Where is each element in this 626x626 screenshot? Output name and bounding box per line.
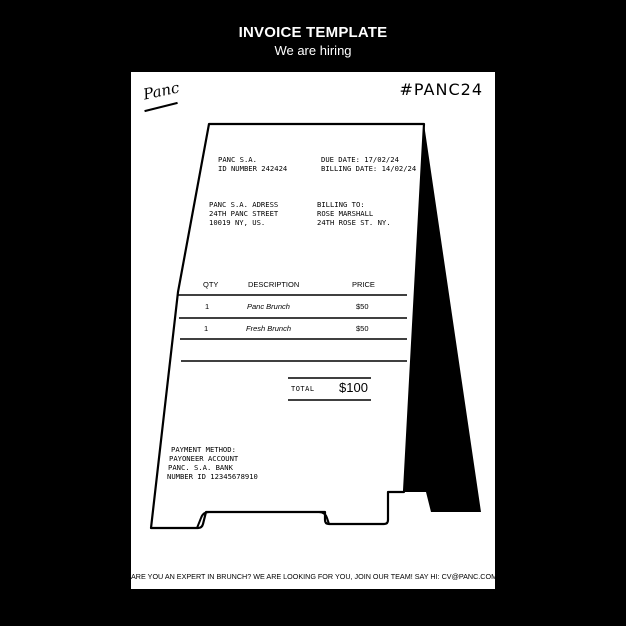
table-row-desc: Panc Brunch — [247, 302, 290, 311]
billing-date: BILLING DATE: 14/02/24 — [321, 164, 417, 173]
table-row-desc: Fresh Brunch — [246, 324, 292, 333]
table-header-description: DESCRIPTION — [248, 280, 300, 289]
header-subtitle: We are hiring — [274, 43, 352, 58]
table-header-price: PRICE — [352, 280, 375, 289]
payment-title: PAYMENT METHOD: — [171, 445, 236, 454]
payment-line-1: PAYONEER ACCOUNT — [169, 454, 239, 463]
footer-text: ARE YOU AN EXPERT IN BRUNCH? WE ARE LOOK… — [131, 572, 495, 581]
payment-line-2: PANC. S.A. BANK — [168, 463, 233, 472]
payment-line-3: NUMBER ID 12345678910 — [167, 472, 258, 481]
poster: Panc #PANC24 PANC S.A. ID NUMBER 242424 … — [131, 72, 495, 589]
billing-to-title: BILLING TO: — [317, 200, 365, 209]
table-row-price: $50 — [356, 324, 369, 333]
total-value: $100 — [339, 380, 368, 395]
hashtag: #PANC24 — [399, 80, 483, 99]
address-title: PANC S.A. ADRESS — [209, 200, 279, 209]
header-title: INVOICE TEMPLATE — [238, 24, 388, 41]
sandwich-board-illustration — [149, 122, 481, 530]
table-row-qty: 1 — [204, 324, 209, 333]
table-row-qty: 1 — [205, 302, 210, 311]
table-header-qty: QTY — [203, 280, 219, 289]
company-name: PANC S.A. — [218, 155, 257, 164]
address-city: 10019 NY, US. — [209, 218, 266, 227]
total-label: TOTAL — [291, 385, 315, 393]
address-street: 24TH PANC STREET — [209, 209, 279, 218]
due-date: DUE DATE: 17/02/24 — [321, 155, 399, 164]
billing-to-name: ROSE MARSHALL — [317, 209, 374, 218]
company-id: ID NUMBER 242424 — [218, 164, 288, 173]
table-row-price: $50 — [356, 302, 369, 311]
billing-to-street: 24TH ROSE ST. NY. — [317, 218, 391, 227]
